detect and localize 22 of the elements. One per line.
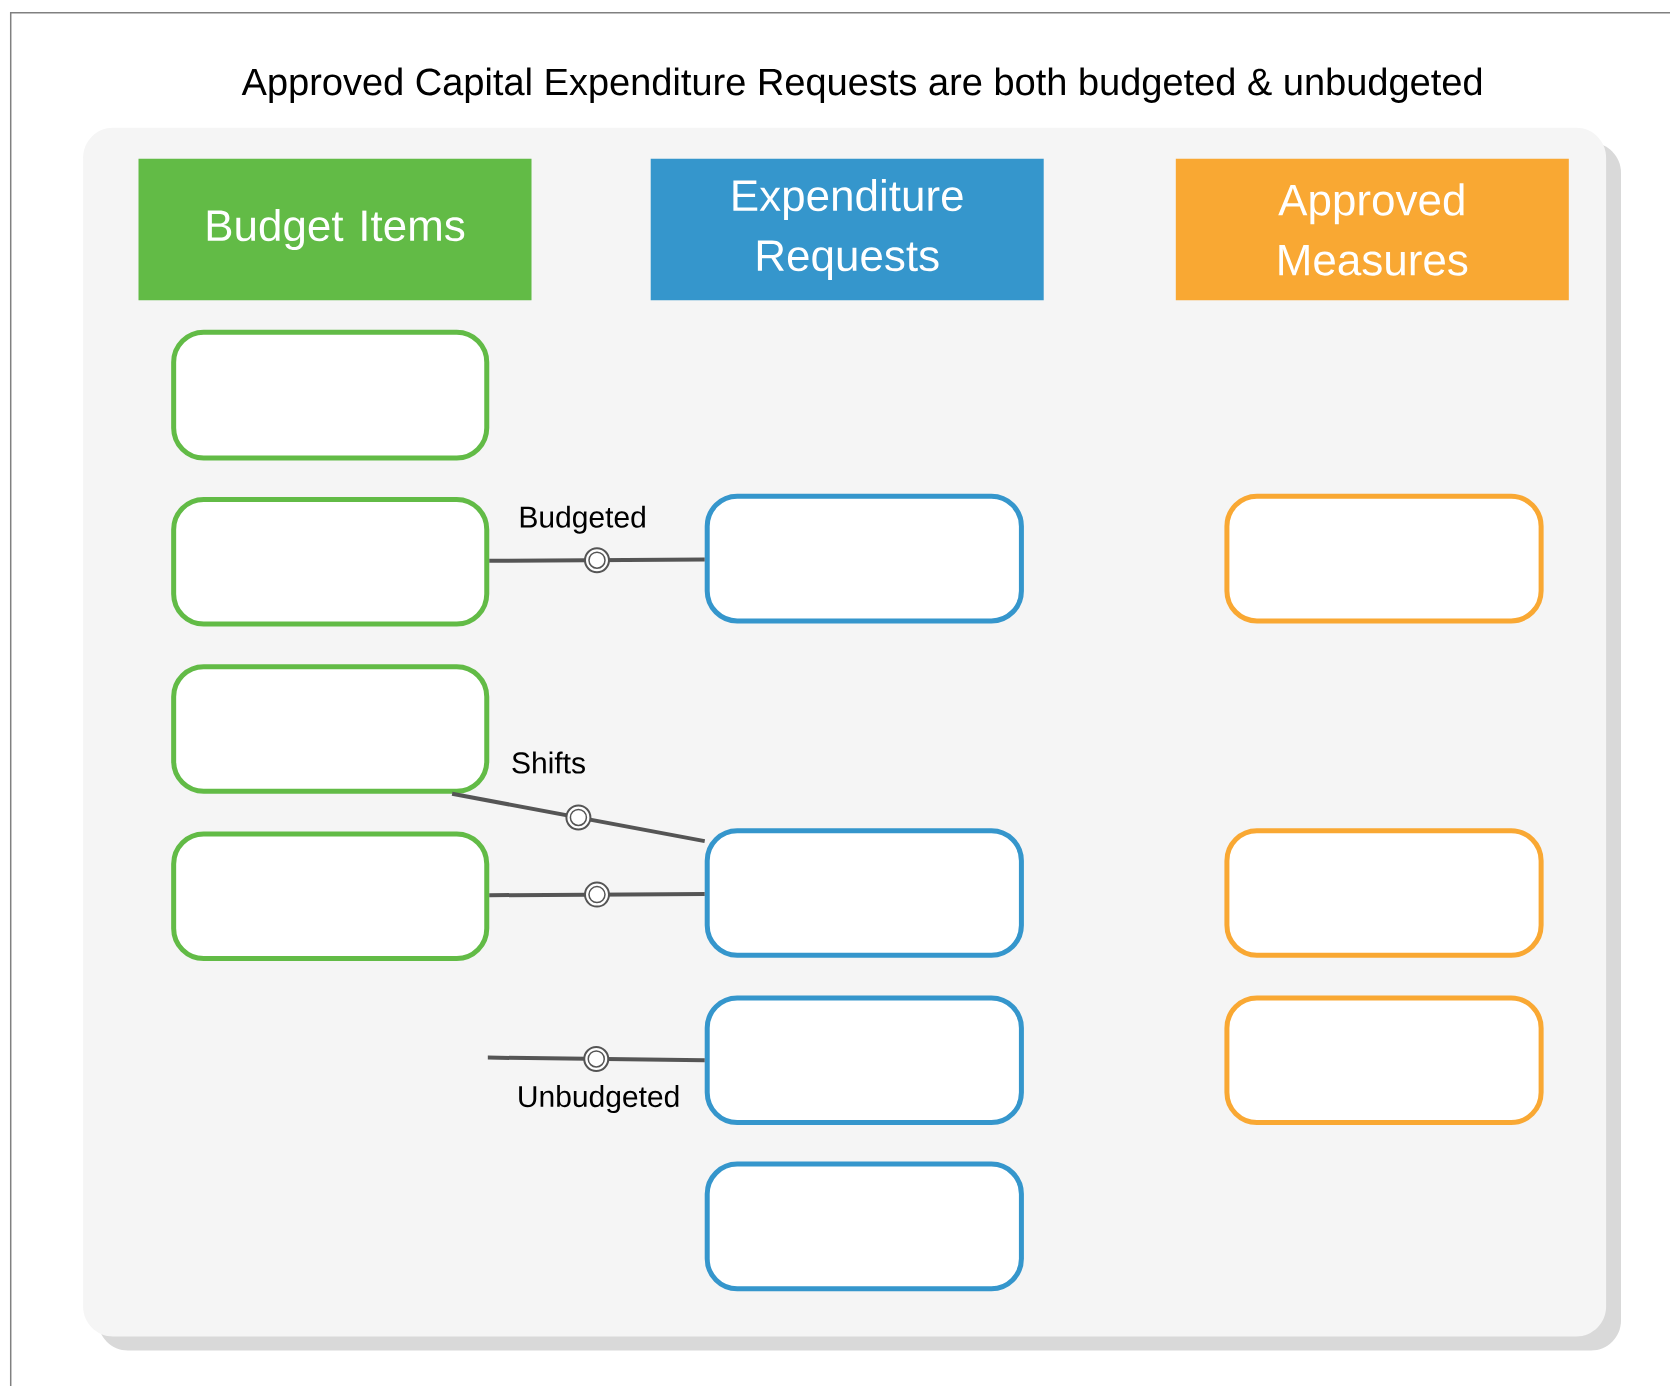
rounded-box xyxy=(704,828,1024,958)
rounded-box xyxy=(171,831,490,961)
connector xyxy=(489,881,705,908)
connector xyxy=(489,547,705,574)
header-box: Expenditure Requests xyxy=(650,158,1044,301)
edge-label: Shifts xyxy=(512,751,585,774)
rounded-box xyxy=(171,329,490,461)
header-box: Approved Measures xyxy=(1175,158,1569,301)
rounded-box xyxy=(704,493,1024,624)
header-box: Budget Items xyxy=(138,158,532,301)
rounded-box xyxy=(704,995,1024,1126)
edge-label: Unbudgeted xyxy=(519,1085,679,1114)
edge-label: Budgeted xyxy=(520,505,645,534)
connector xyxy=(451,791,706,844)
rounded-box xyxy=(1224,995,1544,1126)
rounded-box xyxy=(1224,493,1544,624)
rounded-box xyxy=(171,497,490,627)
rounded-box xyxy=(1224,828,1544,958)
rounded-box xyxy=(171,664,490,794)
rounded-box xyxy=(704,1161,1024,1292)
title: Approved Capital Expenditure Requests are both budgeted & unbudgeted xyxy=(241,67,1482,103)
connector xyxy=(487,1045,705,1072)
